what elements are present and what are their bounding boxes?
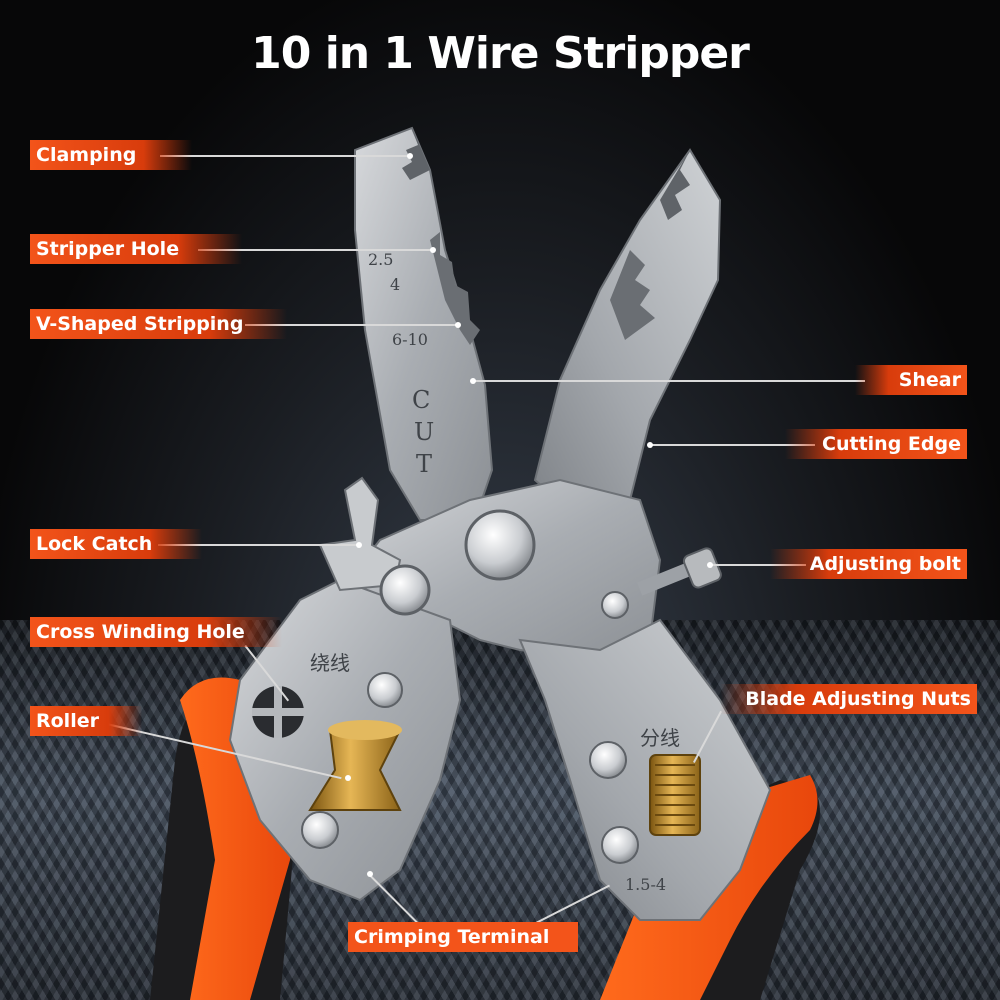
cross-winding-hole [252, 686, 304, 738]
label-v-shaped-stripping: V-Shaped Stripping [30, 309, 287, 339]
label-cross-winding-hole: Cross Winding Hole [30, 617, 282, 647]
label-shear: Shear [855, 365, 967, 395]
callout-line-lock-catch [158, 544, 358, 546]
callout-dot-crimping [367, 871, 373, 877]
callout-dot-roller [345, 775, 351, 781]
lock-catch [318, 476, 402, 592]
label-lock-catch: Lock Catch [30, 529, 202, 559]
engraving-winding: 绕线 [310, 651, 350, 675]
callout-line-v-shaped [245, 324, 457, 326]
engraving-hole-4: 4 [390, 275, 400, 294]
callout-line-clamping [160, 155, 410, 157]
right-upper-rivet [589, 741, 627, 779]
side-rivet [601, 591, 629, 619]
label-crimping-terminal: Crimping Terminal [348, 922, 578, 952]
callout-dot-shear [470, 378, 476, 384]
label-cutting-edge: Cutting Edge [785, 429, 967, 459]
callout-line-adjusting-bolt [710, 564, 806, 566]
main-pivot-bolt [464, 509, 536, 581]
callout-dot-clamping [407, 153, 413, 159]
callout-line-shear [473, 380, 865, 382]
page-title: 10 in 1 Wire Stripper [251, 28, 750, 79]
label-roller: Roller [30, 706, 142, 736]
lock-pivot-bolt [379, 564, 431, 616]
callout-line-stripper-hole [198, 249, 433, 251]
engraving-split: 分线 [640, 726, 680, 750]
blade-adjusting-nut [649, 754, 701, 836]
label-stripper-hole: Stripper Hole [30, 234, 242, 264]
label-adjusting-bolt: Adjusting bolt [770, 549, 967, 579]
engraving-cut-1: C [412, 386, 430, 414]
engravings: 2.5 4 6-10 C U T 绕线 分线 1.5-4 [310, 250, 680, 894]
engraving-hole-2-5: 2.5 [368, 250, 393, 269]
engraving-hole-6-10: 6-10 [392, 330, 428, 349]
callout-line-cutting-edge [650, 444, 815, 446]
roller-top-rivet [367, 672, 403, 708]
right-jaw [533, 148, 722, 522]
callout-dot-v-shaped [455, 322, 461, 328]
callout-dot-stripper-hole [430, 247, 436, 253]
callout-dot-cutting-edge [647, 442, 653, 448]
engraving-cut-3: T [416, 450, 432, 478]
callout-dot-adjusting-bolt [707, 562, 713, 568]
callout-dot-lock-catch [356, 542, 362, 548]
label-blade-adjusting-nuts: Blade Adjusting Nuts [720, 684, 977, 714]
label-clamping: Clamping [30, 140, 192, 170]
engraving-crimp-size: 1.5-4 [625, 875, 666, 894]
adjusting-bolt [637, 547, 722, 596]
engraving-cut-2: U [414, 418, 434, 446]
roller [308, 720, 402, 811]
roller-bottom-rivet [301, 811, 339, 849]
right-lower-rivet [601, 826, 639, 864]
